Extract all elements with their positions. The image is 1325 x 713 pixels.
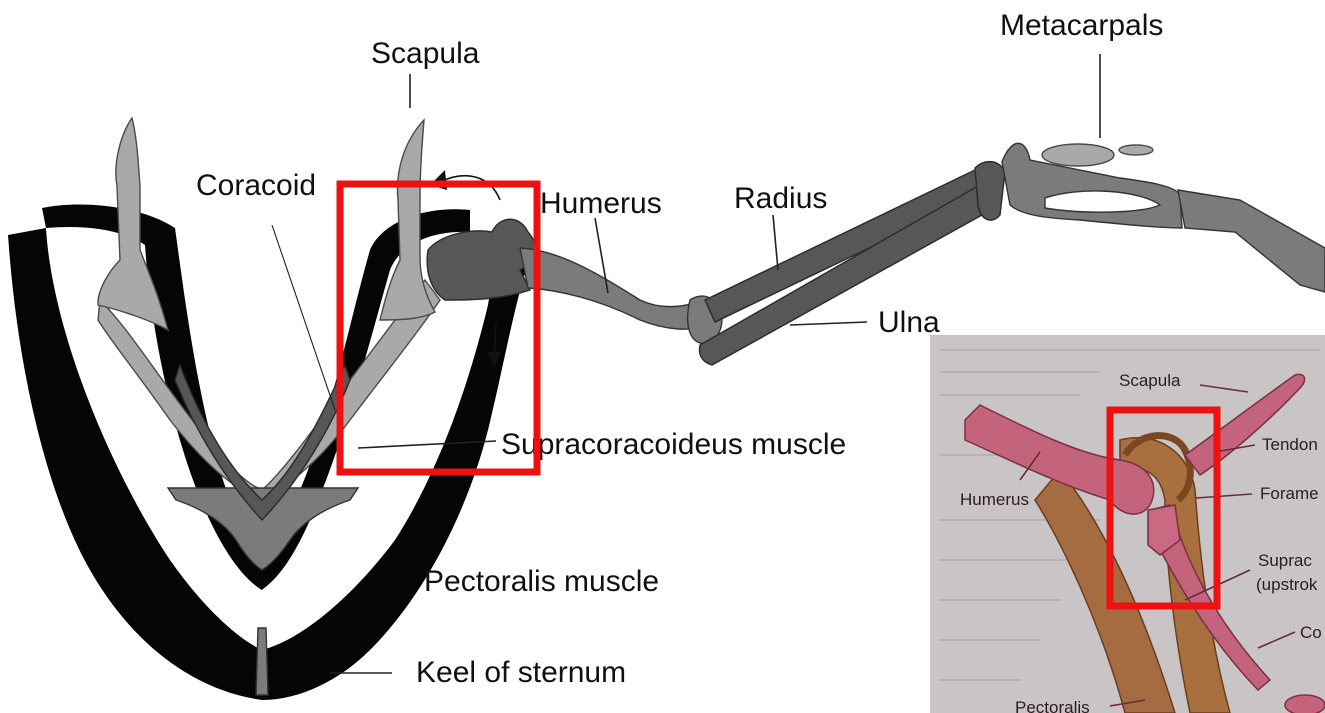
inset-label-foramen: Forame [1260,484,1319,503]
ulna-leader [790,322,867,325]
label-radius: Radius [734,182,827,215]
label-keel-of-sternum: Keel of sternum [416,656,626,689]
inset-label-pectoralis: Pectoralis [1015,698,1090,713]
metacarpal-small-2 [1119,145,1153,155]
inset-label-supracoracoideus: Suprac [1258,551,1312,570]
humerus-bone [520,248,712,329]
radius-leader [773,215,778,270]
inset-bone-fragment [1285,695,1325,713]
inset-shoulder-illustration: Scapula Tendon Humerus Forame Suprac (up… [930,335,1325,713]
inset-label-scapula: Scapula [1119,371,1181,390]
digit-bone [1178,190,1325,292]
label-coracoid: Coracoid [196,169,316,202]
wrist-joint [975,162,1005,221]
inset-label-upstroke: (upstrok [1256,575,1318,594]
label-ulna: Ulna [878,306,940,339]
label-scapula: Scapula [371,37,480,70]
label-pectoralis-muscle: Pectoralis muscle [424,565,659,598]
label-metacarpals: Metacarpals [1000,9,1163,42]
metacarpal-small-1 [1042,144,1114,166]
inset-label-tendon: Tendon [1262,435,1318,454]
wing-skeleton [427,143,1325,365]
label-humerus: Humerus [540,187,662,220]
keel-of-sternum-bone [256,628,268,695]
upward-rotation-arrow [440,176,500,200]
pectoral-girdle [8,118,530,700]
inset-label-coracoid: Co [1300,623,1322,642]
coracoid-leader [272,225,335,410]
label-supracoracoideus-muscle: Supracoracoideus muscle [501,428,846,461]
inset-label-humerus: Humerus [960,490,1029,509]
